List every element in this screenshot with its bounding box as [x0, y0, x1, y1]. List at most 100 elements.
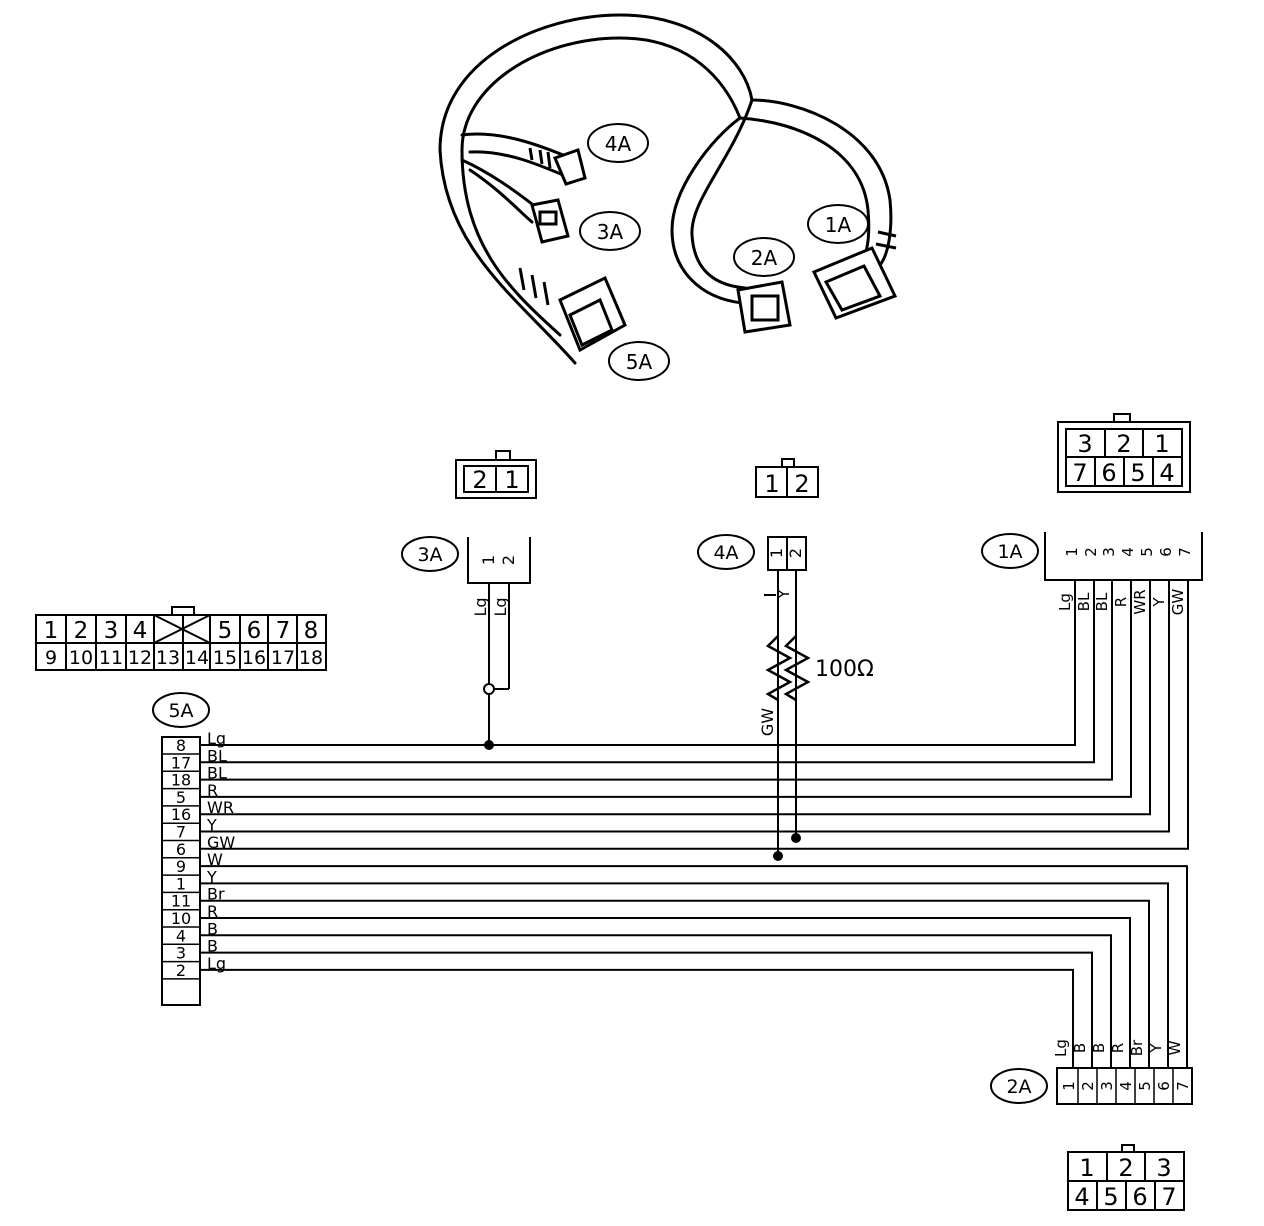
connector-1a-pin: 1	[1063, 547, 1081, 557]
connector-1a-wire-label: WR	[1131, 589, 1149, 614]
connector-5a-face-pin: 12	[128, 647, 152, 669]
connector-5a-pin: 18	[171, 771, 191, 790]
connector-5a-face-pin: 16	[242, 647, 266, 669]
connector-1a-pin: 7	[1176, 547, 1194, 557]
connector-1a-schematic	[1044, 532, 1203, 581]
connector-5a-face-pin: 15	[213, 647, 237, 669]
connector-3a-pin: 1	[479, 555, 498, 565]
connector-2a-wire-label: Br	[1128, 1039, 1146, 1056]
connector-2a-wire-label: W	[1166, 1040, 1184, 1055]
connector-5a-face-pin: 3	[104, 618, 119, 644]
connector-1a-wire-label: BL	[1093, 592, 1111, 611]
connector-5a-wire-label: Lg	[207, 954, 226, 973]
connector-5a-schematic	[161, 736, 201, 1006]
connector-5a-wire-label: GW	[207, 833, 235, 852]
connector-1a-pin: 3	[1100, 547, 1118, 557]
harness-label-1a: 1A	[825, 213, 852, 237]
connector-2a-face-pin: 4	[1074, 1183, 1089, 1211]
connector-5a-wire-label: W	[207, 850, 223, 869]
connector-2a-face-pin: 2	[1118, 1154, 1133, 1182]
connector-1a-face-pin: 4	[1159, 459, 1174, 487]
connector-2a-face	[1067, 1144, 1185, 1211]
connector-1a-pin: 4	[1119, 547, 1137, 557]
wire	[200, 865, 1188, 1068]
connector-5a-face-pin: 17	[271, 647, 295, 669]
connector-2a-pin: 5	[1136, 1081, 1154, 1091]
junction-dot	[791, 833, 801, 843]
connector-1a-face-pin: 6	[1101, 459, 1116, 487]
connector-3a-pin: 2	[499, 555, 518, 565]
connector-5a-pin: 4	[176, 926, 186, 945]
connector-1a-face-pin: 7	[1072, 459, 1087, 487]
harness-illustration	[438, 13, 893, 365]
connector-4a-face-pin: 1	[764, 470, 779, 498]
connector-5a-pin: 1	[176, 874, 186, 893]
wire	[200, 580, 1113, 781]
schematic-label-3a: 3A	[417, 544, 442, 566]
harness-connector-4a-icon	[528, 147, 587, 186]
connector-2a-pin: 4	[1117, 1081, 1135, 1091]
connector-2a-face-pin: 6	[1132, 1183, 1147, 1211]
connector-2a-wire-label: Lg	[1052, 1039, 1070, 1057]
connector-4a-pin: 1	[767, 548, 786, 558]
harness-connector-3a-icon	[530, 198, 570, 244]
connector-5a-face-pin: 11	[99, 647, 123, 669]
connector-5a-face-pin: 1	[44, 618, 59, 644]
connector-5a-wire-label: Br	[207, 885, 225, 904]
connector-5a-wire-label: B	[207, 919, 218, 938]
junction-dot	[773, 851, 783, 861]
harness-label-3a: 3A	[597, 220, 624, 244]
resistor-wire-label: GW	[758, 708, 777, 736]
wire	[200, 951, 1093, 1068]
connector-5a-wire-label: BL	[207, 746, 227, 765]
wire	[200, 580, 1095, 764]
connector-5a-pin: 6	[176, 840, 186, 859]
wire	[200, 580, 1132, 798]
connector-2a-wire-label: R	[1109, 1043, 1127, 1053]
connector-4a-pin: 2	[786, 548, 805, 558]
connector-5a-wire-label: WR	[207, 798, 234, 817]
connector-1a-pin: 6	[1157, 547, 1175, 557]
harness-label-5a: 5A	[626, 350, 653, 374]
connector-1a-face-pin: 3	[1077, 430, 1092, 458]
connector-5a-pin: 7	[176, 823, 186, 842]
connector-1a-face-pin: 5	[1130, 459, 1145, 487]
wire	[200, 934, 1112, 1068]
connector-5a-face-pin: 8	[304, 618, 319, 644]
connector-3a-face-pin: 2	[472, 466, 487, 494]
connector-5a-pin: 11	[171, 892, 191, 911]
connector-3a-wire-label: Lg	[471, 597, 490, 616]
connector-1a-wire-label: R	[1112, 597, 1130, 607]
connector-5a-pin: 17	[171, 753, 191, 772]
connector-5a-wire-label: Y	[206, 816, 217, 835]
connector-2a-pin: 3	[1098, 1081, 1116, 1091]
wire	[200, 580, 1170, 833]
connector-4a-face-pin: 2	[794, 470, 809, 498]
connector-2a-face-pin: 7	[1161, 1183, 1176, 1211]
connector-1a-face-pin: 2	[1116, 430, 1131, 458]
connector-2a-face-pin: 3	[1156, 1154, 1171, 1182]
connector-5a-pin: 10	[171, 909, 191, 928]
connector-5a-face-pin: 6	[247, 618, 262, 644]
connector-5a-wire-label: R	[207, 902, 218, 921]
connector-5a-face-pin: 4	[133, 618, 148, 644]
connector-1a-wire-label: GW	[1169, 589, 1187, 616]
connector-4a-face	[755, 458, 819, 498]
wire	[200, 899, 1150, 1068]
resistor-symbol	[765, 635, 811, 702]
connector-4a-wire-label: Y	[774, 589, 793, 600]
connector-5a-face	[35, 606, 327, 671]
connector-5a-pin: 16	[171, 805, 191, 824]
connector-5a-wire-label: Lg	[207, 729, 226, 748]
wire	[200, 580, 1151, 816]
connector-2a-pin: 2	[1079, 1081, 1097, 1091]
connector-5a-face-pin: 10	[69, 647, 93, 669]
harness-connector-1a-icon	[811, 230, 898, 320]
connector-3a-face-pin: 1	[504, 466, 519, 494]
connector-1a-wire-label: BL	[1075, 592, 1093, 611]
connector-2a-wire-label: Y	[1147, 1043, 1165, 1054]
connector-5a-face-pin: 2	[74, 618, 89, 644]
connector-5a-face-pin: 14	[185, 647, 209, 669]
splice-point	[483, 683, 495, 695]
